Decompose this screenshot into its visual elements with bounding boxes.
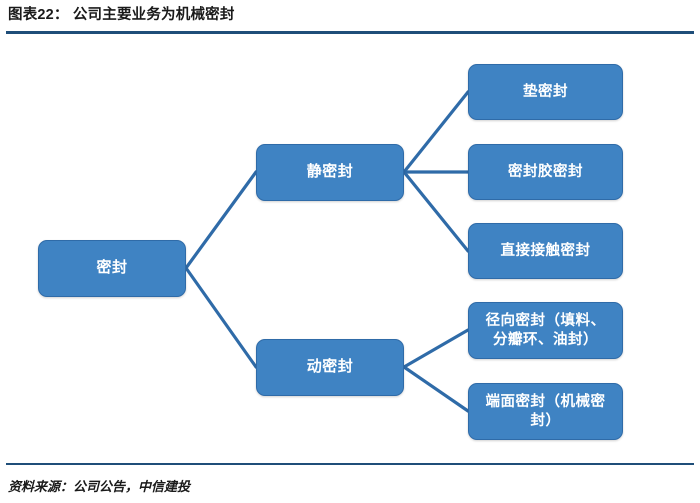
node-face-seal-label: 端面密封（机械密 封） — [485, 394, 606, 429]
connector-static-to-contact — [402, 170, 470, 253]
connector-dynamic-to-radial — [402, 328, 470, 369]
footer-divider — [6, 463, 694, 465]
node-radial-seal-label: 径向密封（填料、 分瓣环、油封） — [485, 313, 606, 348]
node-dynamic-seal-label: 动密封 — [306, 358, 354, 376]
node-sealant-seal[interactable]: 密封胶密封 — [468, 144, 623, 200]
page-title: 图表22： 公司主要业务为机械密封 — [8, 7, 235, 23]
node-static-seal[interactable]: 静密封 — [256, 144, 404, 201]
connector-root-to-static — [184, 170, 258, 270]
connector-dynamic-to-face — [402, 365, 470, 413]
node-gasket-seal[interactable]: 垫密封 — [468, 64, 623, 120]
node-sealant-seal-label: 密封胶密封 — [508, 163, 583, 180]
connector-root-to-dynamic — [184, 266, 258, 369]
node-root-seal[interactable]: 密封 — [38, 240, 186, 297]
node-direct-contact-seal[interactable]: 直接接触密封 — [468, 223, 623, 279]
node-gasket-seal-label: 垫密封 — [523, 83, 568, 100]
header-divider — [6, 31, 694, 34]
node-direct-contact-seal-label: 直接接触密封 — [500, 242, 591, 259]
org-tree-diagram: 密封 静密封 动密封 垫密封 密封胶密封 直接接触密封 径向密封（填料、 分瓣环… — [0, 36, 700, 463]
source-note: 资料来源：公司公告，中信建投 — [8, 479, 191, 494]
node-root-seal-label: 密封 — [96, 259, 128, 277]
exhibit-header: 图表22： 公司主要业务为机械密封 — [0, 0, 700, 36]
node-dynamic-seal[interactable]: 动密封 — [256, 339, 404, 396]
node-face-seal[interactable]: 端面密封（机械密 封） — [468, 383, 623, 440]
connector-static-to-gasket — [402, 90, 470, 174]
connector-layer — [184, 90, 470, 413]
node-static-seal-label: 静密封 — [306, 163, 354, 181]
node-radial-seal[interactable]: 径向密封（填料、 分瓣环、油封） — [468, 302, 623, 359]
